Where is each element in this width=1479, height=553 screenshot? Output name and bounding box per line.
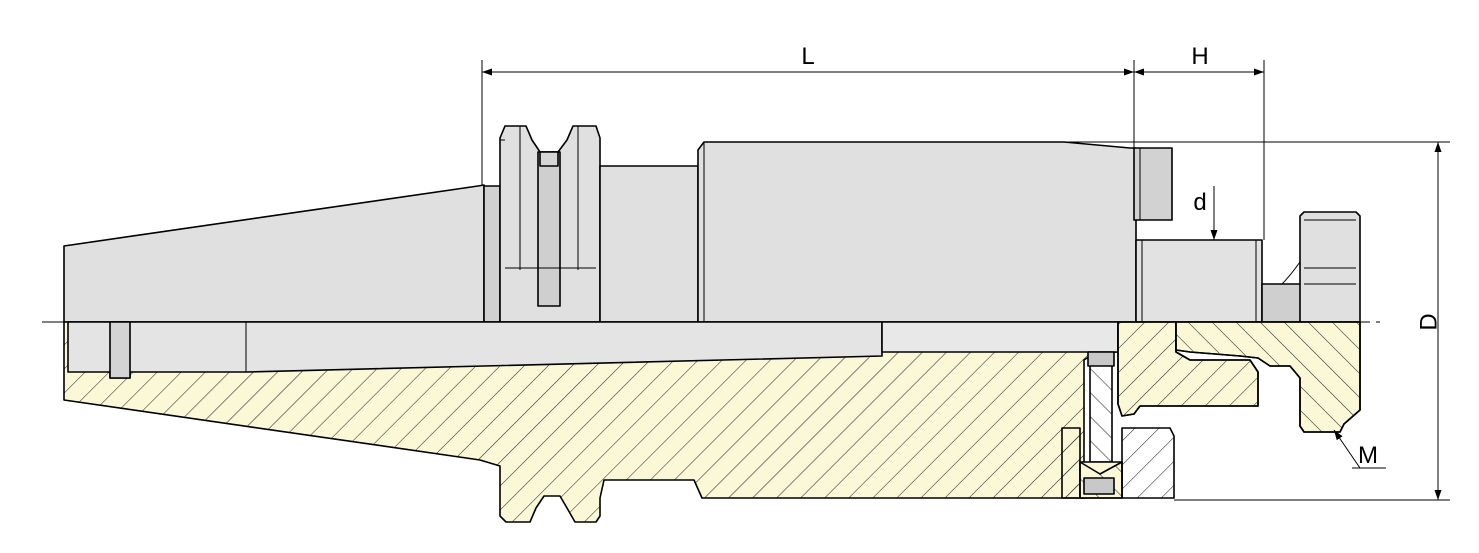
- dim-M-leader: [1333, 429, 1361, 469]
- neck-upper: [599, 165, 699, 323]
- dimensions: L H d D M: [481, 43, 1450, 501]
- pilot-upper: [1135, 239, 1263, 323]
- bolt-neck-upper: [1261, 283, 1303, 323]
- main-body-upper: [697, 141, 1137, 323]
- screw-head-section: [1061, 427, 1081, 499]
- dim-M-label: M: [1358, 442, 1378, 469]
- section-view: [63, 321, 1361, 523]
- screw-section: [1089, 361, 1113, 463]
- dim-L-label: L: [801, 43, 814, 70]
- dim-d-label: d: [1193, 189, 1206, 216]
- exterior-view: [63, 125, 1361, 323]
- body-section-hatch: [63, 321, 1119, 523]
- dim-H-label: H: [1191, 43, 1208, 70]
- taper-collar: [483, 185, 501, 323]
- taper-upper: [63, 184, 485, 323]
- bolt-head-upper: [1299, 211, 1361, 323]
- v-flange-keyslot: [537, 151, 561, 307]
- dim-D-label: D: [1415, 313, 1442, 330]
